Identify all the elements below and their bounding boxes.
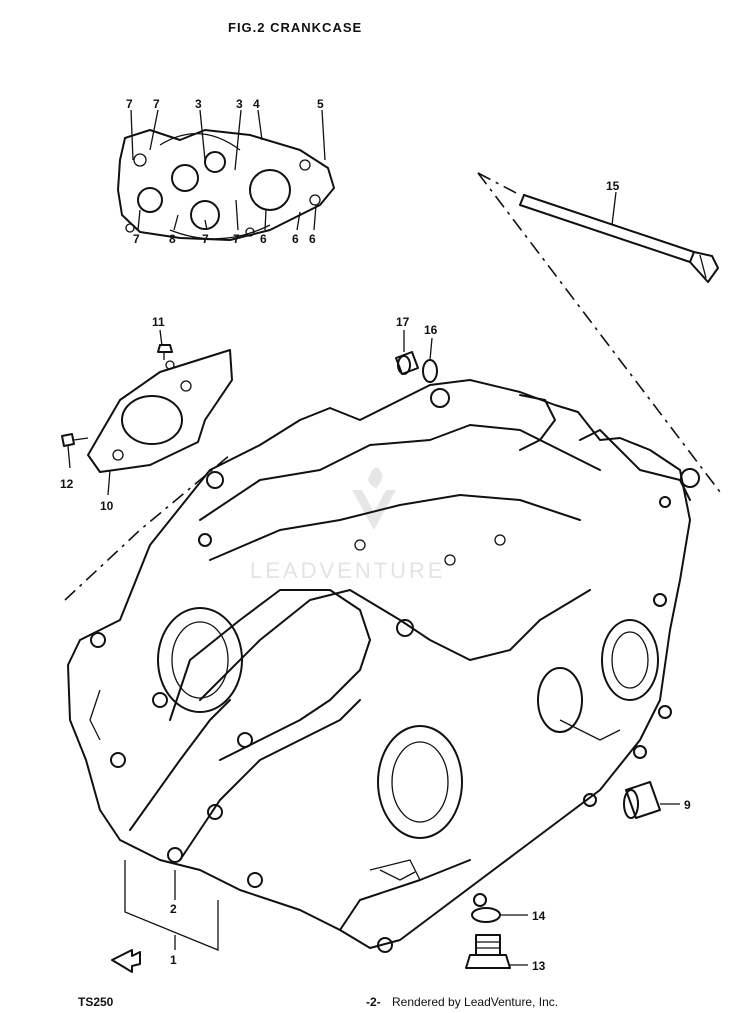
callout-16: 16 bbox=[424, 323, 438, 337]
inset-label-7-c: 7 bbox=[133, 232, 140, 246]
leader-11 bbox=[159, 329, 163, 347]
inset-label-3-b: 3 bbox=[236, 97, 243, 111]
inset-label-7-e: 7 bbox=[233, 232, 240, 246]
leader-15 bbox=[611, 191, 617, 226]
inset-label-6-a: 6 bbox=[260, 232, 267, 246]
leader-16 bbox=[429, 337, 433, 361]
bracket-1 bbox=[124, 860, 219, 951]
screw-11 bbox=[157, 344, 173, 360]
inset-label-3-a: 3 bbox=[195, 97, 202, 111]
leader-12 bbox=[67, 445, 71, 469]
callout-13: 13 bbox=[532, 959, 546, 973]
inset-label-6-b: 6 bbox=[292, 232, 299, 246]
inset-label-5: 5 bbox=[317, 97, 324, 111]
watermark-text: LEADVENTURE bbox=[250, 558, 446, 583]
callout-9: 9 bbox=[684, 798, 691, 812]
screw-12 bbox=[61, 433, 89, 447]
callout-2: 2 bbox=[170, 902, 177, 916]
callout-1: 1 bbox=[170, 953, 177, 967]
model-label: TS250 bbox=[78, 995, 114, 1009]
callout-15: 15 bbox=[606, 179, 620, 193]
credit-text: Rendered by LeadVenture, Inc. bbox=[392, 995, 558, 1009]
drain-plug-13 bbox=[465, 934, 511, 969]
crankcase-bolt bbox=[519, 194, 719, 283]
crankcase-inset-view bbox=[117, 109, 335, 241]
drain-gasket-14 bbox=[471, 907, 501, 923]
crankcase-main-body bbox=[67, 379, 700, 953]
bolt-axis-return bbox=[477, 172, 521, 196]
oil-seal-9 bbox=[623, 781, 661, 819]
front-direction-arrow-icon bbox=[111, 949, 141, 973]
inset-label-7-a: 7 bbox=[126, 97, 133, 111]
leadventure-watermark: LEADVENTURE bbox=[250, 467, 446, 583]
bolt-axis-line bbox=[477, 172, 721, 493]
dowel-pin-17 bbox=[395, 351, 419, 375]
figure-title: FIG.2 CRANKCASE bbox=[228, 20, 362, 35]
washer-16 bbox=[422, 359, 438, 383]
callout-11: 11 bbox=[152, 315, 165, 329]
callout-12: 12 bbox=[60, 477, 74, 491]
inset-label-8: 8 bbox=[169, 232, 176, 246]
callout-14: 14 bbox=[532, 909, 546, 923]
inset-label-4: 4 bbox=[253, 97, 260, 111]
left-assembly-line bbox=[64, 454, 231, 601]
inset-label-7-b: 7 bbox=[153, 97, 160, 111]
inset-label-7-d: 7 bbox=[202, 232, 209, 246]
inset-label-6-c: 6 bbox=[309, 232, 316, 246]
leader-10 bbox=[107, 469, 111, 496]
callout-17: 17 bbox=[396, 315, 410, 329]
callout-10: 10 bbox=[100, 499, 114, 513]
intake-gasket bbox=[87, 349, 233, 473]
page-number: -2- bbox=[366, 995, 381, 1009]
